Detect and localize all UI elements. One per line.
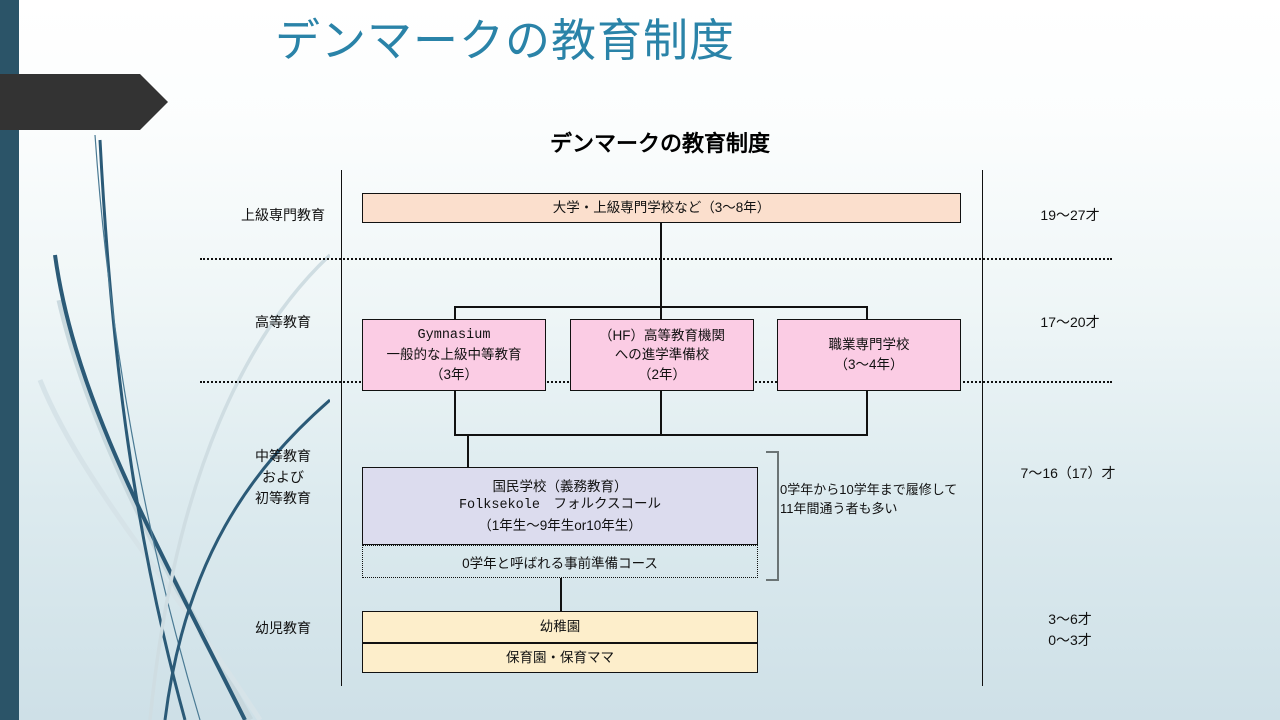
node-nursery[interactable]: 保育園・保育ママ: [362, 643, 758, 673]
node-gymnasium-label-3: （3年）: [429, 366, 478, 382]
node-gymnasium[interactable]: Gymnasium 一般的な上級中等教育 （3年）: [362, 319, 546, 391]
node-gymnasium-label-1: Gymnasium: [417, 327, 491, 343]
connector-to-vocational: [866, 306, 868, 320]
node-hf[interactable]: （HF）高等教育機関 への進学準備校 （2年）: [570, 319, 754, 391]
chart-title: デンマークの教育制度: [549, 131, 770, 156]
connector-lower-horizontal: [454, 434, 868, 436]
age-label-preschool: 3〜6才 0〜3才: [1000, 609, 1140, 651]
age-label-3-6: 3〜6才: [1048, 611, 1092, 627]
connector-vocational-down: [866, 390, 868, 435]
node-folkeskole-label-3: （1年生〜9年生or10年生）: [478, 517, 642, 533]
node-university[interactable]: 大学・上級専門学校など（3〜8年）: [362, 193, 961, 223]
node-hf-label-1: （HF）高等教育機関: [599, 327, 725, 343]
connector-hf-down: [660, 390, 662, 435]
node-hf-label-2: への進学準備校: [614, 347, 710, 363]
axis-line-left: [341, 170, 342, 686]
left-accent-bar: [0, 0, 19, 720]
decorative-swoosh-lines: [37, 134, 330, 720]
age-label-7-16: 7〜16（17）才: [1020, 465, 1116, 481]
node-nursery-label: 保育園・保育ママ: [506, 650, 614, 666]
node-folkeskole-label-1: 国民学校（義務教育）: [492, 478, 628, 494]
node-grade-zero-label: 0学年と呼ばれる事前準備コース: [462, 555, 658, 571]
connector-kindergarten-stem: [560, 578, 562, 611]
stage-label-early-childhood: 幼児教育: [255, 620, 311, 636]
node-hf-label-3: （2年）: [637, 366, 686, 382]
node-vocational-label-1: 職業専門学校: [828, 337, 910, 353]
age-label-0-3: 0〜3才: [1048, 632, 1092, 648]
stage-label-secondary-primary: 中等教育 および 初等教育: [228, 446, 338, 509]
connector-to-hf: [660, 306, 662, 320]
node-kindergarten[interactable]: 幼稚園: [362, 611, 758, 643]
node-kindergarten-label: 幼稚園: [539, 619, 581, 635]
arrow-banner-icon: [0, 74, 168, 130]
stage-label-secondary-primary-3: 初等教育: [255, 490, 311, 506]
age-label-19-27: 19〜27才: [1040, 207, 1100, 223]
age-label-17-20: 17〜20才: [1040, 314, 1100, 330]
node-vocational[interactable]: 職業専門学校 （3〜4年）: [777, 319, 961, 391]
page-title: デンマークの教育制度: [275, 15, 736, 66]
connector-university-stem: [660, 222, 662, 307]
node-gymnasium-label-2: 一般的な上級中等教育: [386, 347, 522, 363]
connector-to-gymnasium: [454, 306, 456, 320]
node-grade-zero[interactable]: 0学年と呼ばれる事前準備コース: [362, 545, 758, 578]
level-divider-1: [200, 258, 1112, 260]
curly-bracket-icon: [766, 451, 779, 581]
stage-label-advanced: 上級専門教育: [241, 207, 325, 223]
annotation-text: 0学年から10学年まで履修して11年間通う者も多い: [780, 482, 958, 516]
connector-folkeskole-stem: [467, 434, 469, 467]
connector-gymnasium-down: [454, 390, 456, 435]
node-university-label: 大学・上級専門学校など（3〜8年）: [552, 200, 771, 216]
node-folkeskole[interactable]: 国民学校（義務教育） Folksekole フォルクスコール （1年生〜9年生o…: [362, 467, 758, 545]
stage-label-secondary-primary-1: 中等教育: [255, 448, 311, 464]
axis-line-right: [982, 170, 983, 686]
stage-label-secondary-primary-2: および: [262, 469, 304, 485]
stage-label-higher: 高等教育: [255, 314, 311, 330]
node-folkeskole-label-2: Folksekole フォルクスコール: [458, 498, 662, 514]
node-vocational-label-2: （3〜4年）: [834, 357, 904, 372]
